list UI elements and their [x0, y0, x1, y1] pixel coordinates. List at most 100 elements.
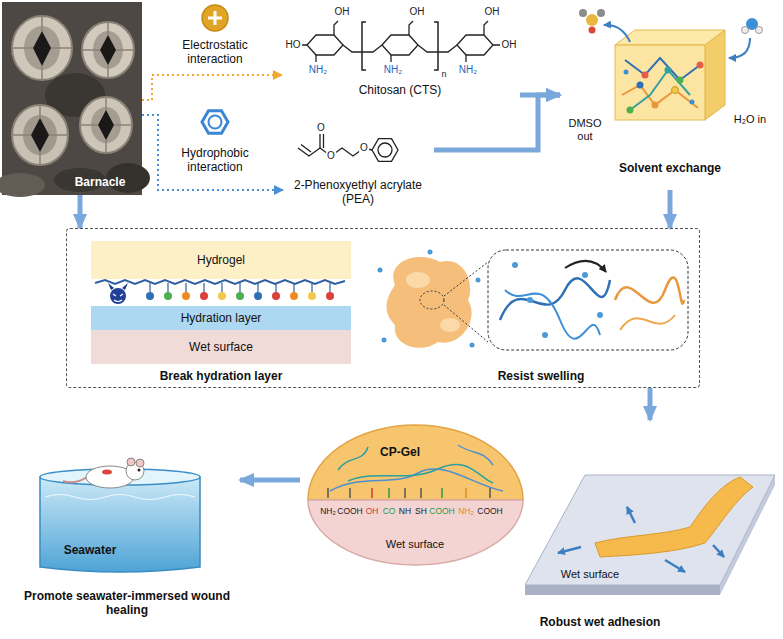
drawn-ellipse	[440, 318, 460, 332]
layer-band: Hydration layer	[91, 306, 351, 330]
drawn-ellipse	[82, 22, 134, 78]
drawn-path	[113, 294, 123, 296]
chem-label: NH	[398, 507, 412, 516]
chem-label: NH₂	[458, 65, 478, 75]
drawn-ellipse	[12, 105, 68, 165]
drawn-circle	[272, 292, 280, 300]
barnacle-photo	[0, 2, 150, 197]
node-text: Solvent exchange	[600, 161, 740, 175]
connector-arrow	[648, 388, 653, 420]
drawn-circle	[597, 9, 605, 17]
chem-label: NH₂	[319, 507, 337, 516]
drawn-path	[388, 488, 390, 498]
drawn-path	[349, 488, 351, 498]
drawn-path	[308, 500, 523, 565]
drawn-path	[343, 45, 457, 52]
drawn-path	[327, 488, 329, 498]
drawn-path	[615, 277, 684, 303]
structure-panel: 2-Phenoxyethyl acrylate (PEA)	[283, 112, 434, 212]
drawn-circle	[597, 312, 603, 318]
drawn-polygon	[705, 30, 725, 120]
chem-label: OH	[484, 7, 501, 17]
chem-label: O	[316, 123, 326, 133]
drawn-path	[208, 11, 222, 25]
drawn-path	[713, 545, 724, 557]
drawn-circle	[642, 72, 649, 79]
layer-band: Wet surface	[91, 330, 351, 364]
drawn-circle	[677, 77, 684, 84]
drawn-path	[40, 477, 200, 572]
chem-label: O	[326, 151, 336, 161]
drawn-circle	[182, 292, 190, 300]
node-text: Seawater	[50, 543, 130, 557]
surface-plane: Wet surface	[525, 465, 775, 600]
drawn-circle	[652, 102, 659, 109]
connector-arrow	[142, 75, 282, 100]
drawn-rect	[488, 250, 688, 350]
chem-label: NH₂	[457, 507, 475, 516]
layer-band: Hydrogel	[91, 241, 351, 279]
chem-label: OH	[501, 40, 518, 50]
node-text: Barnacle	[68, 175, 132, 189]
drawn-circle	[672, 87, 679, 94]
drawn-circle	[742, 27, 749, 34]
drawn-polygon	[372, 139, 398, 162]
drawn-polygon	[525, 585, 720, 595]
drawn-circle	[218, 292, 226, 300]
drawn-circle	[586, 14, 598, 26]
node-text: Wet surface	[550, 568, 630, 581]
drawn-path	[362, 22, 438, 70]
drawn-ellipse	[12, 16, 72, 80]
drawn-circle	[624, 70, 629, 75]
benzene-icon	[202, 111, 228, 134]
drawn-circle	[690, 100, 695, 105]
chem-label: SH	[414, 507, 428, 516]
seawater-tank: SeawaterPromote seawater-immersed wound …	[15, 455, 240, 633]
drawn-polyline	[630, 70, 690, 110]
node-text: H₂O in	[730, 113, 770, 126]
drawn-path	[458, 445, 493, 465]
drawn-circle	[236, 292, 244, 300]
drawn-ellipse	[406, 272, 430, 288]
edge-label: Hydrophobic interaction	[165, 146, 265, 175]
drawn-polygon	[525, 475, 775, 585]
drawn-circle	[382, 338, 387, 343]
drawn-path	[595, 477, 753, 557]
chem-label: COOH	[336, 507, 364, 516]
drawn-circle	[378, 268, 383, 273]
connector-arrow	[434, 95, 560, 150]
chem-label: NH₂	[308, 65, 328, 75]
drawn-path	[465, 488, 467, 498]
drawn-path	[320, 134, 324, 148]
drawn-ellipse	[80, 97, 132, 153]
connector-arrow	[78, 195, 83, 228]
drawn-polyline	[95, 280, 345, 284]
drawn-path	[489, 488, 491, 498]
chem-label: HO	[285, 40, 302, 50]
drawn-circle	[476, 278, 481, 283]
drawn-circle	[127, 458, 135, 466]
drawn-ellipse	[0, 173, 45, 197]
drawn-path	[444, 262, 488, 342]
drawn-circle	[326, 292, 334, 300]
drawn-circle	[209, 116, 222, 129]
pea-structure	[298, 134, 398, 161]
node-text: Wet surface	[370, 538, 460, 551]
drawn-circle	[697, 62, 704, 69]
drawn-polyline	[622, 85, 698, 108]
gel-dome: CP-Gel	[308, 425, 523, 500]
drawn-path	[665, 560, 685, 572]
drawn-polygon	[202, 111, 228, 134]
drawn-circle	[164, 292, 172, 300]
drawn-rect	[615, 45, 705, 120]
process-panel: DMSO outH₂O inSolvent exchange	[560, 0, 780, 190]
polymer-chain	[95, 280, 345, 304]
drawn-circle	[470, 343, 475, 348]
drawn-circle	[542, 332, 548, 338]
chem-label: n	[440, 70, 447, 79]
drawn-circle	[637, 82, 644, 89]
photo-panel: Barnacle	[2, 2, 142, 195]
chem-label: COOH	[476, 507, 504, 516]
drawn-path	[150, 283, 330, 292]
drawn-path	[80, 97, 132, 153]
